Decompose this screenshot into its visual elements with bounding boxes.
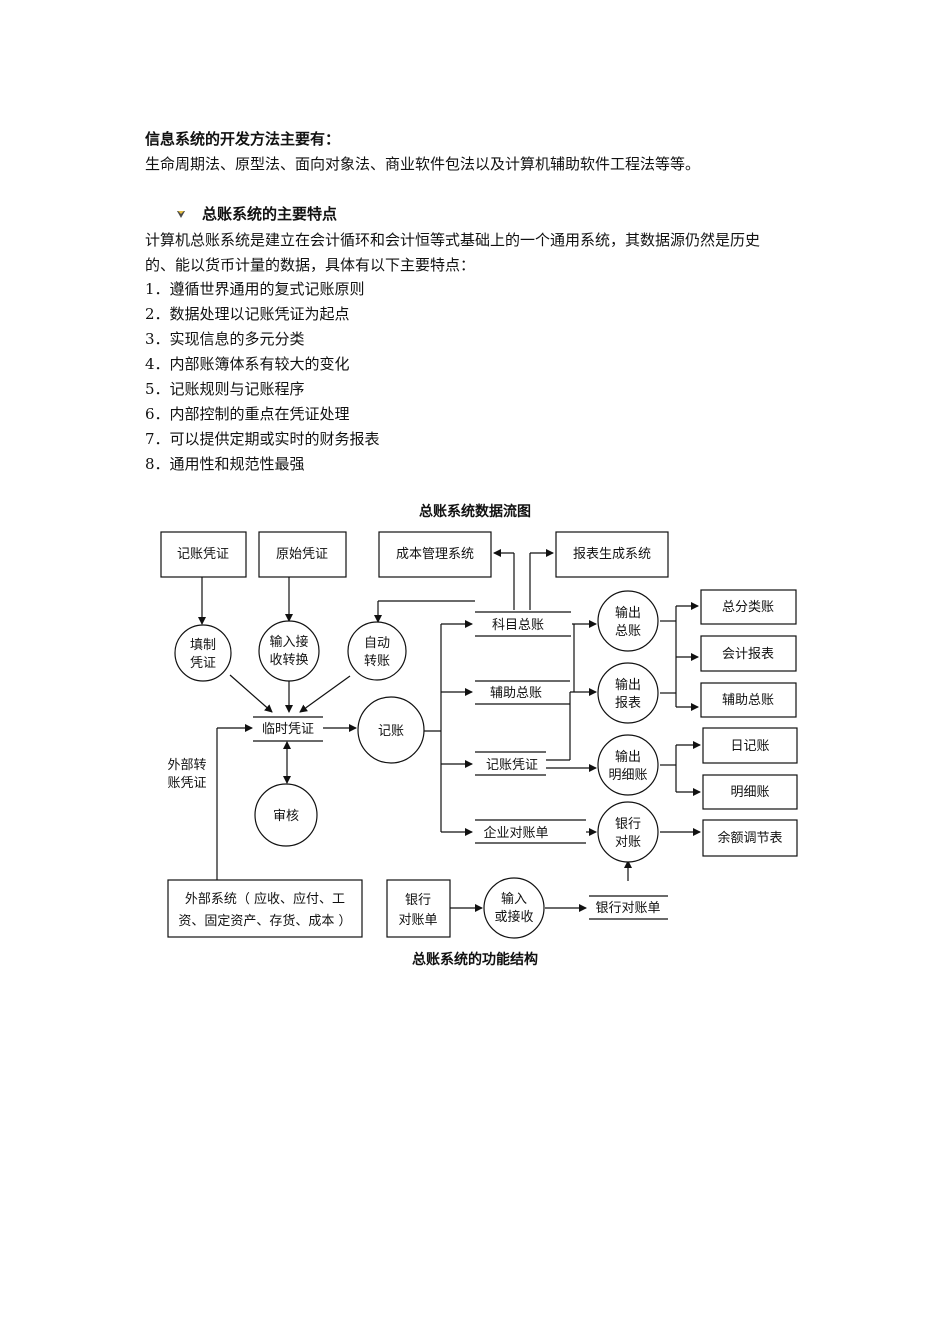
- list-item: 2．数据处理以记账凭证为起点: [145, 305, 350, 323]
- process-tianzhi-label-1: 填制: [190, 638, 216, 653]
- intro-text: 生命周期法、原型法、面向对象法、商业软件包法以及计算机辅助软件工程法等等。: [145, 155, 701, 173]
- process-shuchu-baobiao-label-1: 输出: [615, 677, 641, 693]
- process-shuchu-zongzhang-label-2: 总账: [615, 624, 641, 639]
- box-waibu-label-1: 外部系统（ 应收、应付、工: [185, 891, 345, 907]
- process-shuchu-baobiao-label-2: 报表: [615, 696, 641, 711]
- section-para-line2: 的、能以货币计量的数据，具体有以下主要特点：: [145, 256, 476, 274]
- process-shuru-label-1: 输入接: [269, 634, 308, 650]
- list-item: 4．内部账簿体系有较大的变化: [145, 355, 350, 373]
- list-item: 5．记账规则与记账程序: [145, 380, 305, 398]
- side-label-2: 账凭证: [167, 776, 206, 791]
- box-chengben-label: 成本管理系统: [396, 547, 474, 562]
- box-kuaiji-baobiao-label: 会计报表: [722, 647, 774, 662]
- process-shuru-label-2: 收转换: [269, 653, 308, 668]
- box-waibu-system: [167, 879, 363, 938]
- box-zong-fenlei-label: 总分类账: [722, 600, 774, 615]
- box-waibu-label-2: 资、固定资产、存货、成本 ）: [178, 913, 351, 929]
- box-fuzhu-zongzhang-label: 辅助总账: [722, 693, 774, 708]
- section-para-line1: 计算机总账系统是建立在会计循环和会计恒等式基础上的一个通用系统，其数据源仍然是历…: [145, 231, 761, 249]
- box-yuanshi-pingzheng: [258, 531, 347, 578]
- box-yuanshi-pingzheng-label: 原始凭证: [276, 547, 328, 562]
- process-shenhe-label: 审核: [273, 809, 299, 824]
- process-shenhe: [254, 783, 318, 847]
- process-zidong-label-2: 转账: [364, 654, 390, 669]
- box-rijizhang-label: 日记账: [730, 739, 769, 754]
- box-baobiao-system: [555, 531, 669, 578]
- intro-heading: 信息系统的开发方法主要有：: [145, 130, 341, 148]
- process-shuru-jieshou: [258, 620, 320, 682]
- box-rijizhang: [702, 727, 798, 764]
- process-yinhang-duizhang-label-1: 银行: [615, 817, 641, 832]
- diagram-caption: 总账系统的功能结构: [412, 951, 538, 968]
- process-shuru-huojieshou-label-1: 输入: [501, 891, 527, 907]
- process-tianzhi-pingzheng: [174, 624, 232, 682]
- store-qiye-dzd-label: 企业对账单: [483, 825, 548, 841]
- store-yinhang-dzd-label: 银行对账单: [595, 901, 660, 916]
- box-mingxizhang-label: 明细账: [730, 785, 769, 800]
- process-shuchu-mingxi: [597, 734, 659, 796]
- list-item: 8．通用性和规范性最强: [145, 455, 305, 473]
- process-shuchu-zongzhang: [597, 590, 659, 652]
- process-tianzhi-label-2: 凭证: [190, 656, 216, 671]
- box-yue-tiaojie-label: 余额调节表: [717, 830, 782, 846]
- box-jizhang-pingzheng-label: 记账凭证: [177, 547, 229, 562]
- diagram-title: 总账系统数据流图: [419, 503, 531, 520]
- store-kemu-label: 科目总账: [492, 618, 544, 633]
- list-item: 1．遵循世界通用的复式记账原则: [145, 280, 365, 298]
- process-yinhang-duizhang-label-2: 对账: [615, 835, 641, 850]
- box-mingxizhang: [702, 774, 798, 810]
- box-chengben-system: [378, 531, 492, 578]
- process-yinhang-duizhang: [597, 801, 659, 863]
- process-jizhang: [357, 696, 425, 764]
- process-zidong-zhuanzhang: [347, 621, 407, 681]
- box-baobiao-label: 报表生成系统: [573, 547, 651, 562]
- list-item: 3．实现信息的多元分类: [145, 330, 305, 348]
- box-yue-tiaojie: [702, 819, 798, 857]
- box-fuzhu-zongzhang: [700, 682, 797, 718]
- process-shuru-huojieshou-label-2: 或接收: [494, 909, 533, 925]
- process-jizhang-label: 记账: [378, 724, 404, 739]
- process-shuchu-zongzhang-label-1: 输出: [615, 605, 641, 621]
- process-shuchu-mingxi-label-1: 输出: [615, 749, 641, 765]
- list-item: 6．内部控制的重点在凭证处理: [145, 405, 350, 423]
- side-label-1: 外部转: [167, 758, 206, 773]
- process-shuchu-mingxi-label-2: 明细账: [608, 768, 647, 783]
- box-kuaiji-baobiao: [700, 635, 797, 672]
- box-yinhang-dz-label-2: 对账单: [398, 913, 437, 928]
- store-jizhang-pz-label: 记账凭证: [486, 758, 538, 773]
- diagram-connectors: [198, 549, 701, 912]
- section-title: 总账系统的主要特点: [202, 205, 338, 223]
- list-item: 7．可以提供定期或实时的财务报表: [145, 430, 380, 448]
- process-zidong-label-1: 自动: [364, 636, 390, 651]
- process-shuchu-baobiao: [597, 662, 659, 724]
- box-zong-fenlei-zhang: [700, 589, 797, 625]
- process-shuru-huojieshou: [483, 877, 545, 939]
- store-linshi-label: 临时凭证: [262, 722, 314, 737]
- box-yinhang-dz-label-1: 银行: [405, 893, 431, 908]
- bullet-icon: [177, 211, 185, 218]
- store-fuzhu-label: 辅助总账: [490, 686, 542, 701]
- box-yinhang-duizhangdan: [386, 879, 451, 938]
- box-jizhang-pingzheng: [160, 531, 247, 578]
